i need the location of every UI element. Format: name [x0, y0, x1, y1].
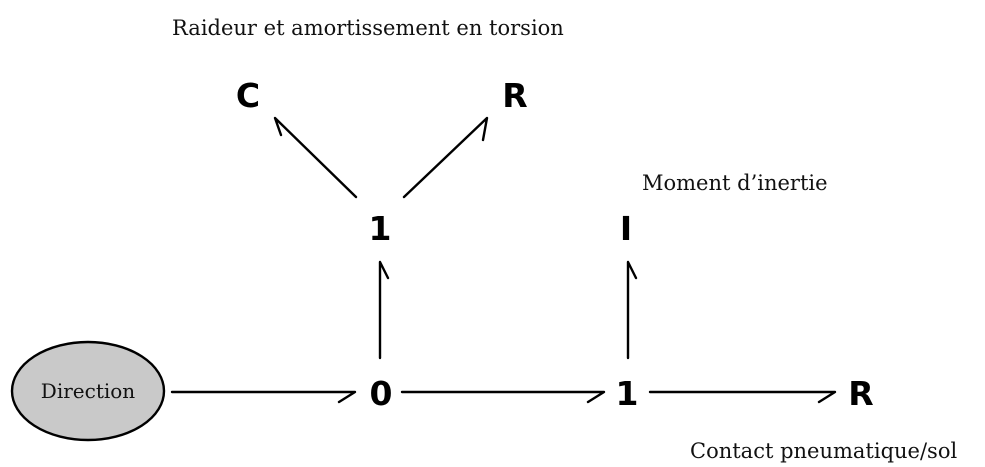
zero-junction: 0 [370, 374, 393, 413]
direction-label: Direction [41, 379, 136, 403]
resistor-top-node: R [502, 76, 527, 115]
bond-one-to-resistor-right [648, 390, 837, 404]
one-junction-top: 1 [369, 209, 392, 248]
bond-direction-to-zero [170, 390, 357, 404]
direction-source: Direction [10, 340, 166, 442]
resistor-right-node: R [848, 374, 873, 413]
contact-annotation: Contact pneumatique/sol [690, 439, 957, 463]
inertia-annotation: Moment d’inertie [642, 171, 828, 195]
inertia-node: I [620, 209, 632, 248]
torsion-annotation: Raideur et amortissement en torsion [172, 16, 564, 40]
direction-ellipse [10, 340, 166, 442]
bond-zero-to-one-bottom [400, 390, 606, 404]
bond-zero-to-one-top [378, 260, 390, 360]
capacitor-node: C [236, 76, 260, 115]
one-junction-bottom: 1 [616, 374, 639, 413]
bond-one-top-to-resistor [402, 116, 489, 199]
bond-one-bottom-to-inertia [626, 260, 638, 360]
bond-one-top-to-capacitor [273, 116, 358, 199]
